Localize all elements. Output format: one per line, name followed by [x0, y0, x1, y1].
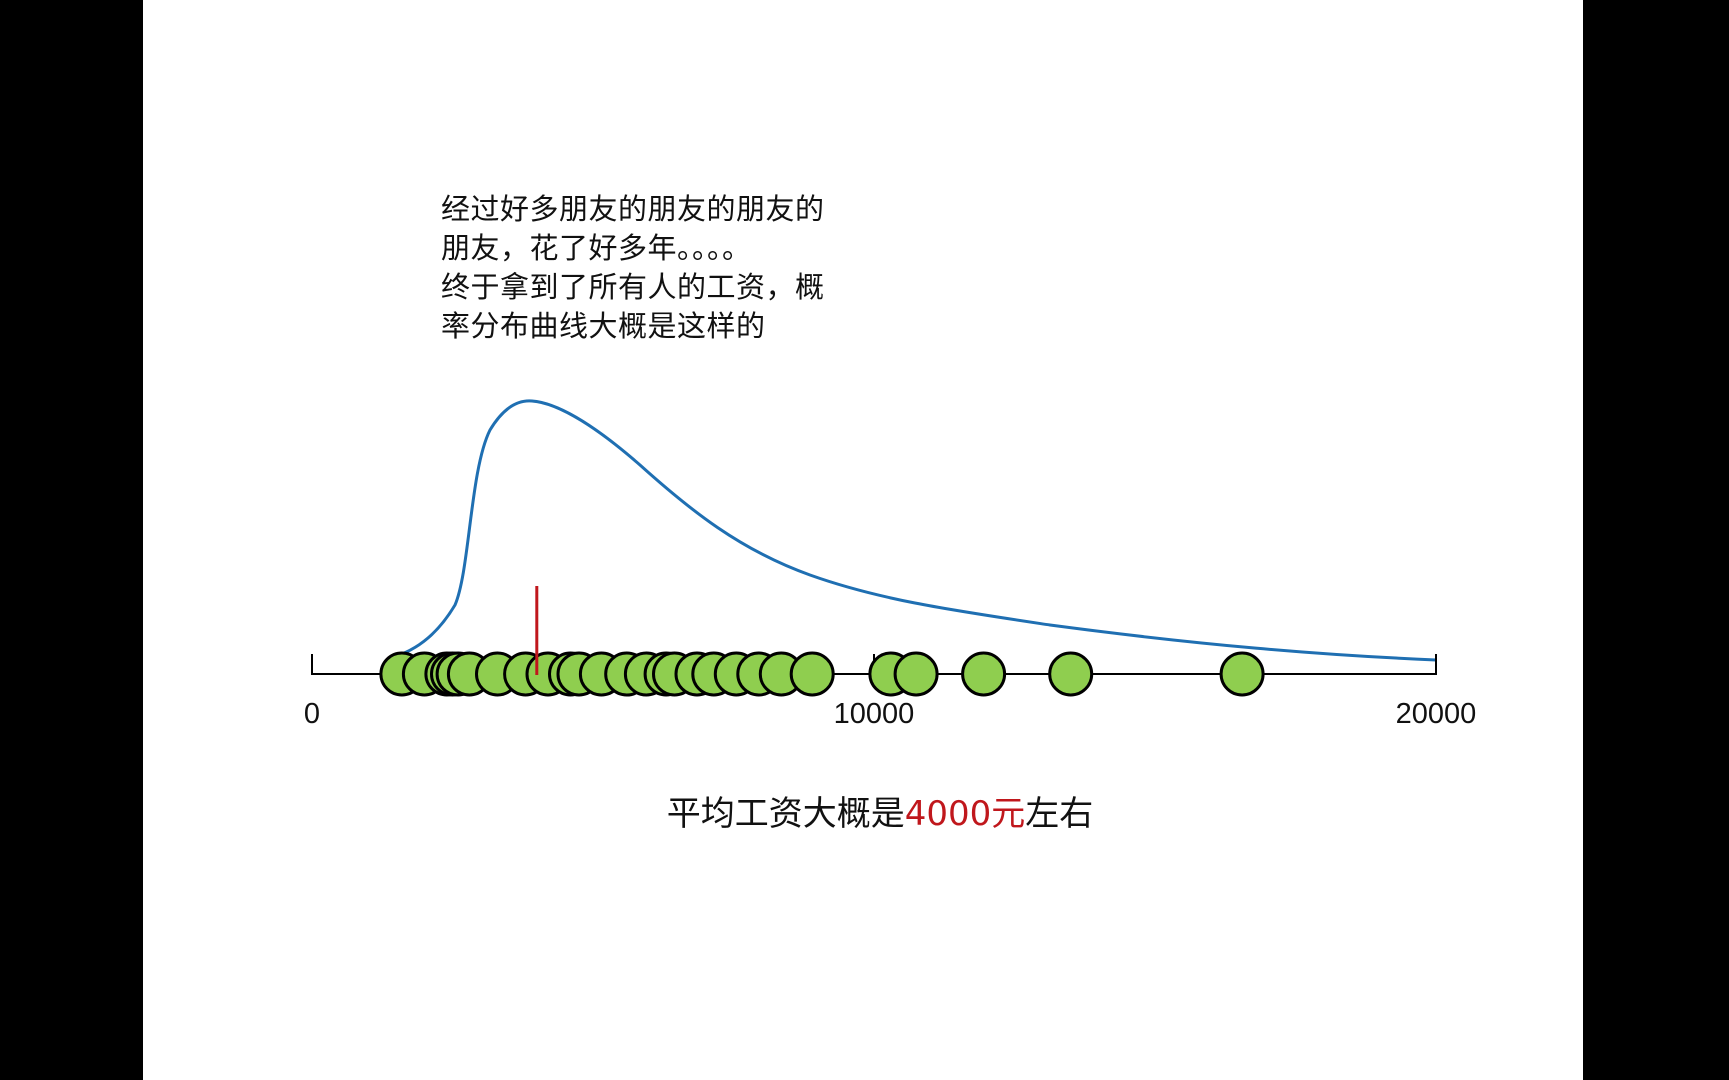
salary-dot — [1219, 651, 1265, 697]
caption-prefix: 平均工资大概是 — [666, 794, 905, 834]
caption: 平均工资大概是4000元左右 — [667, 786, 1094, 835]
intro-line: 经过好多朋友的朋友的朋友的 — [441, 192, 825, 226]
intro-line: 朋友，花了好多年。。。。 — [441, 231, 752, 265]
salary-dot — [961, 651, 1007, 697]
tick-label-0: 0 — [303, 698, 321, 730]
slide — [143, 0, 1583, 1080]
distribution-curve — [389, 399, 1437, 662]
intro-line: 终于拿到了所有人的工资，概 — [441, 270, 825, 304]
tick-label-10000: 10000 — [833, 698, 915, 730]
tick-label-20000: 20000 — [1395, 698, 1477, 730]
salary-dots — [379, 651, 1265, 697]
salary-dot — [789, 651, 835, 697]
caption-suffix: 左右 — [1025, 794, 1094, 834]
intro-text: 经过好多朋友的朋友的朋友的 朋友，花了好多年。。。。 终于拿到了所有人的工资，概… — [441, 190, 881, 346]
salary-dot — [1048, 651, 1094, 697]
salary-dot — [893, 651, 939, 697]
intro-line: 率分布曲线大概是这样的 — [441, 309, 766, 343]
caption-highlight: 4000元 — [904, 794, 1026, 834]
